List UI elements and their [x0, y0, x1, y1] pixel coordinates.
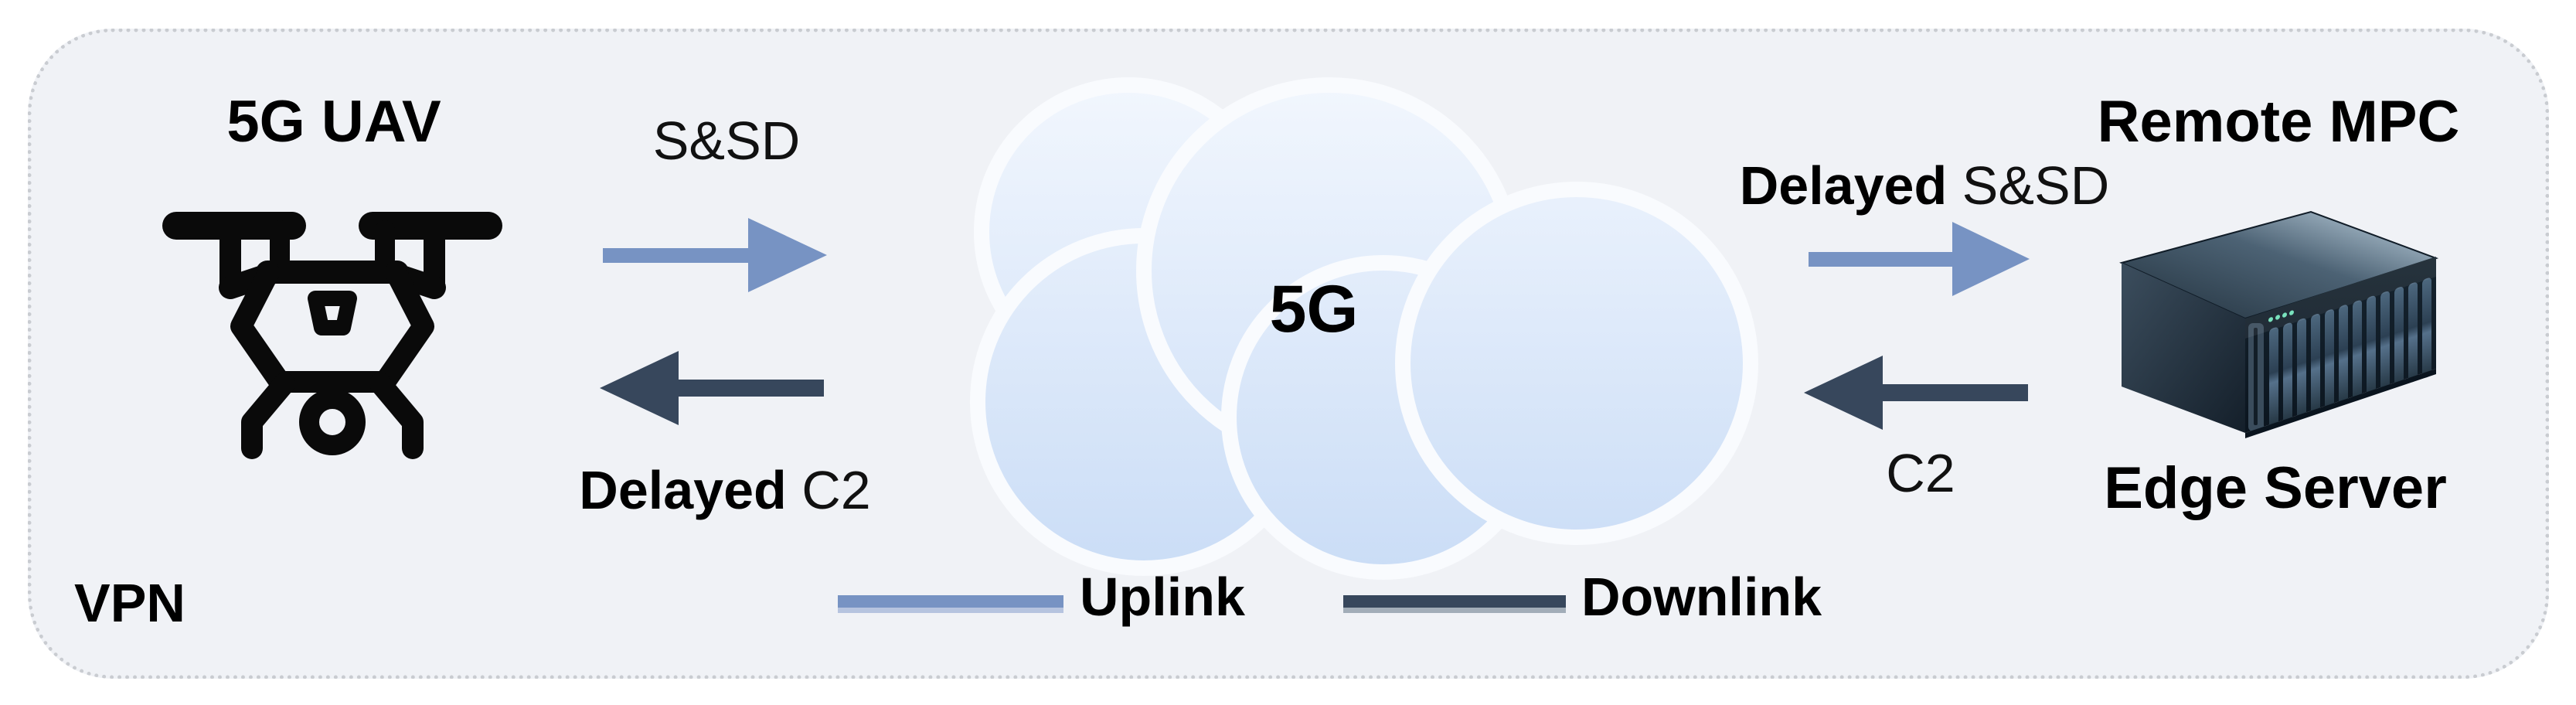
- left-downlink-label: Delayed C2: [579, 460, 871, 520]
- right-uplink-label-rest: S&SD: [1947, 155, 2110, 216]
- left-downlink-label-bold: Delayed: [579, 460, 787, 520]
- uplink-arrow-icon: [1809, 222, 2030, 296]
- legend-uplink-label: Uplink: [1080, 567, 1245, 627]
- server-title: Remote MPC: [2097, 89, 2460, 155]
- right-uplink-label: Delayed S&SD: [1739, 155, 2110, 216]
- vpn-label: VPN: [74, 573, 185, 633]
- legend-downlink-line: [1343, 595, 1566, 613]
- left-uplink-label: S&SD: [652, 111, 801, 171]
- right-uplink-label-bold: Delayed: [1739, 155, 1948, 216]
- cloud-label: 5G: [1269, 271, 1359, 346]
- left-downlink-label-rest: C2: [786, 460, 871, 520]
- uplink-arrow-icon: [603, 218, 827, 292]
- uav-title: 5G UAV: [226, 89, 441, 155]
- right-downlink-label: C2: [1886, 443, 1955, 503]
- edge-server-icon: [2119, 210, 2439, 438]
- downlink-arrow-icon: [1804, 356, 2028, 430]
- downlink-arrow-icon: [600, 351, 824, 425]
- server-caption: Edge Server: [2104, 455, 2447, 521]
- drone-icon: [162, 212, 502, 459]
- legend-uplink-line: [838, 595, 1063, 613]
- legend-downlink-label: Downlink: [1581, 567, 1822, 627]
- network-cloud-icon: [970, 77, 1758, 580]
